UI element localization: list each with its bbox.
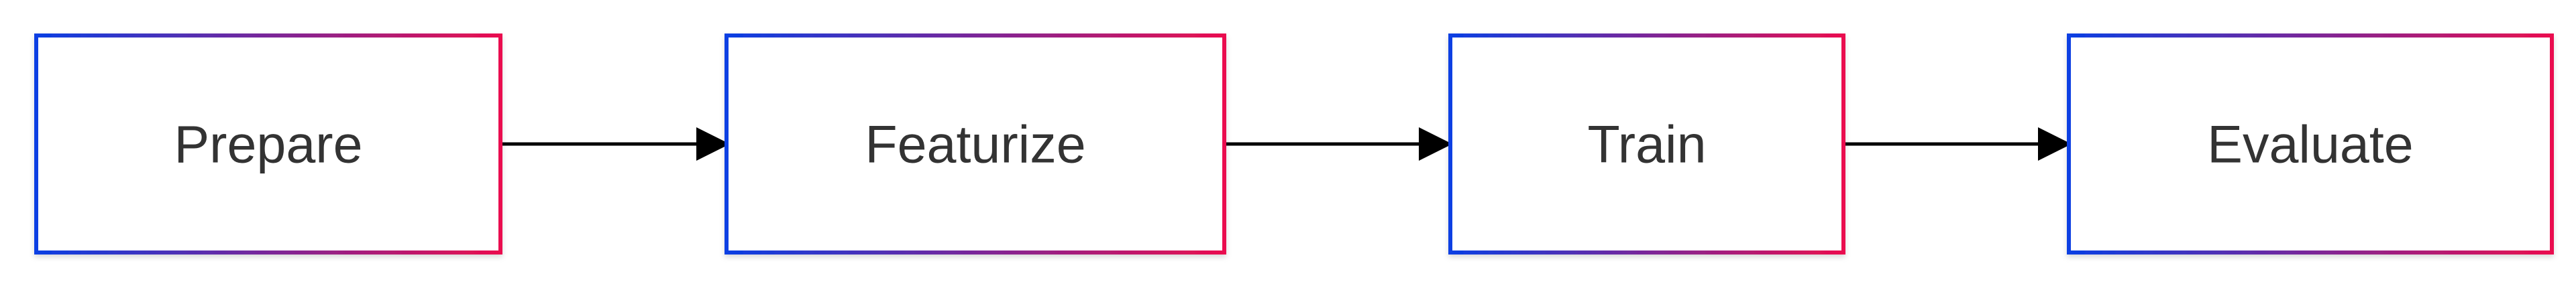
node-label-prepare: Prepare [174,115,362,174]
node-evaluate[interactable]: Evaluate [2067,33,2554,255]
node-featurize[interactable]: Featurize [724,33,1226,255]
node-train[interactable]: Train [1448,33,1845,255]
node-prepare[interactable]: Prepare [34,33,502,255]
node-label-train: Train [1587,115,1706,174]
node-label-featurize: Featurize [865,115,1085,174]
node-label-evaluate: Evaluate [2207,115,2413,174]
